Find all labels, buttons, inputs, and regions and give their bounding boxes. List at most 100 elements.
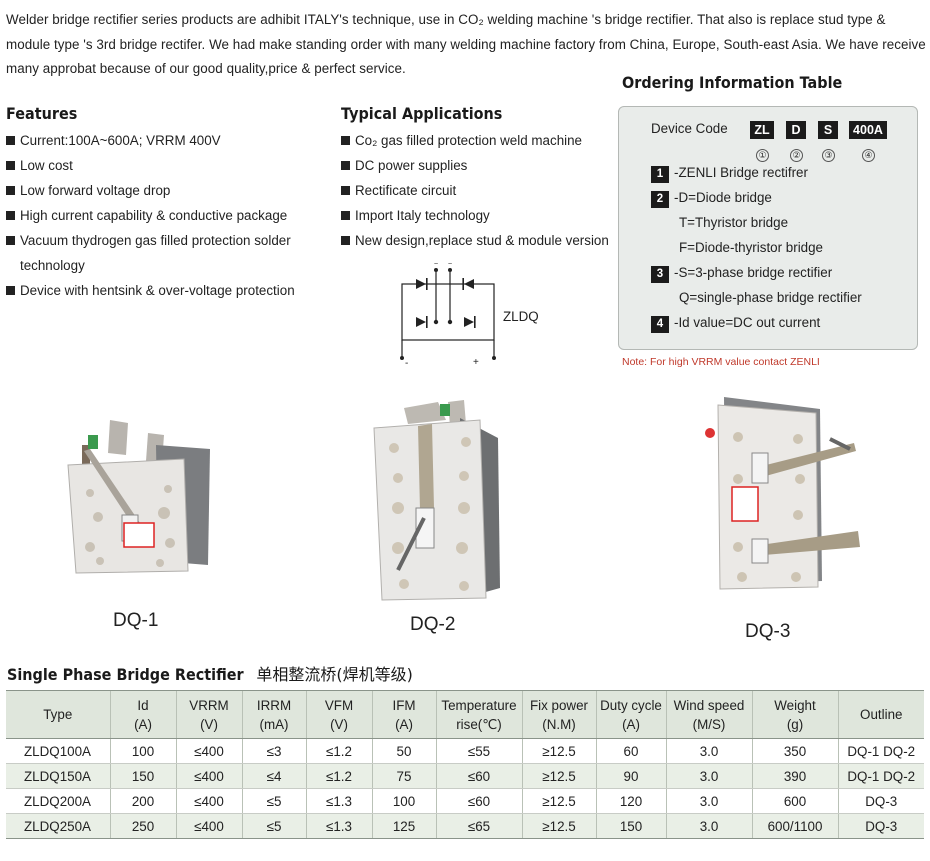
code-box-zl: ZL (750, 121, 774, 139)
table-cell: ≤400 (175, 763, 242, 789)
table-cell: ≤5 (241, 788, 306, 814)
dq2-product-image (373, 400, 500, 601)
circled-number-4: ④ (862, 149, 875, 162)
table-cell: ≤1.3 (305, 813, 372, 839)
ordering-line: -Id value=DC out current (674, 315, 821, 330)
table-header-cell: VRRM (V) (175, 690, 242, 739)
ordering-heading: Ordering Information Table (622, 73, 843, 92)
table-header-cell: Id (A) (109, 690, 176, 739)
table-cell: ZLDQ100A (6, 738, 110, 764)
ordering-note: Note: For high VRRM value contact ZENLI (622, 356, 820, 368)
table-cell: ZLDQ250A (6, 813, 110, 839)
header-label: Outline (860, 707, 903, 722)
header-label: VFM (324, 697, 354, 713)
ordering-line: -D=Diode bridge (674, 190, 772, 205)
table-cell: 90 (595, 763, 666, 789)
table-header-cell: Duty cycle (A) (595, 690, 666, 739)
table-cell: 3.0 (665, 788, 752, 814)
header-unit: (N.M) (542, 716, 576, 732)
dq3-product-image (705, 397, 860, 590)
table-cell: 600 (751, 788, 838, 814)
dq1-product-image (67, 420, 210, 574)
table-cell: 390 (751, 763, 838, 789)
ordering-info-box: Device Code ZL D S 400A ① ② ③ ④ 1-ZENLI … (618, 106, 918, 350)
header-unit: (A) (134, 716, 152, 732)
table-cell: ≤5 (241, 813, 306, 839)
ordering-number-box: 2 (651, 191, 669, 208)
table-cell: DQ-1 DQ-2 (837, 763, 924, 789)
circled-number-2: ② (790, 149, 803, 162)
table-cell: 100 (371, 788, 436, 814)
table-cell: ≤60 (435, 763, 522, 789)
header-label: Temperature (441, 697, 517, 713)
header-unit: (A) (622, 716, 640, 732)
table-header-cell: Type (6, 690, 110, 739)
table-cell: 200 (109, 788, 176, 814)
ordering-line: -ZENLI Bridge rectifrer (674, 165, 808, 180)
circled-number-3: ③ (822, 149, 835, 162)
device-code-label: Device Code (651, 121, 728, 136)
header-label: Type (43, 707, 73, 722)
circuit-minus-label: - (405, 358, 409, 369)
header-unit: (V) (200, 716, 218, 732)
table-cell: 60 (595, 738, 666, 764)
table-header-cell: IRRM (mA) (241, 690, 306, 739)
table-header-cell: Weight(g) (751, 690, 838, 739)
table-cell: ≥12.5 (521, 788, 596, 814)
svg-text:~: ~ (448, 262, 452, 268)
table-cell: ≤400 (175, 738, 242, 764)
table-cell: ≤1.3 (305, 788, 372, 814)
table-cell: 125 (371, 813, 436, 839)
ordering-line: Q=single-phase bridge rectifier (679, 290, 862, 305)
svg-text:~: ~ (434, 262, 438, 268)
application-item: New design,replace stud & module version (341, 228, 621, 253)
application-item: Co₂ gas filled protection weld machine (341, 128, 621, 153)
table-header-cell: Outline (837, 690, 924, 739)
table-cell: ≤3 (241, 738, 306, 764)
table-cell: 100 (109, 738, 176, 764)
application-item: Rectificate circuit (341, 178, 621, 203)
table-cell: 3.0 (665, 813, 752, 839)
table-cell: 250 (109, 813, 176, 839)
table-cell: 150 (595, 813, 666, 839)
circuit-label: ZLDQ (503, 309, 539, 324)
feature-item: Low forward voltage drop (6, 178, 326, 203)
table-cell: DQ-3 (837, 813, 924, 839)
intro-paragraph: Welder bridge rectifier series products … (6, 12, 926, 76)
header-unit: (mA) (259, 716, 289, 732)
header-label: Duty cycle (600, 697, 662, 713)
header-label: Id (137, 697, 149, 713)
table-cell: 3.0 (665, 738, 752, 764)
application-item: DC power supplies (341, 153, 621, 178)
table-cell: 150 (109, 763, 176, 789)
table-cell: ≥12.5 (521, 813, 596, 839)
ordering-number-box: 3 (651, 266, 669, 283)
table-cell: 50 (371, 738, 436, 764)
table-cell: ≥12.5 (521, 763, 596, 789)
header-label: Weight (774, 697, 816, 713)
application-item: Import Italy technology (341, 203, 621, 228)
header-unit: rise(℃) (456, 716, 502, 732)
table-title: Single Phase Bridge Rectifier 单相整流桥(焊机等级… (7, 661, 413, 685)
table-header-cell: IFM(A) (371, 690, 436, 739)
header-label: IRRM (256, 697, 292, 713)
table-cell: ZLDQ150A (6, 763, 110, 789)
feature-item: Current:100A~600A; VRRM 400V (6, 128, 326, 153)
table-cell: ≤1.2 (305, 738, 372, 764)
feature-item: Vacuum thydrogen gas filled protection s… (6, 228, 326, 278)
bridge-circuit-diagram: ~ ~ (400, 262, 496, 360)
feature-item: Low cost (6, 153, 326, 178)
table-cell: 120 (595, 788, 666, 814)
code-box-400a: 400A (849, 121, 887, 139)
ordering-line: F=Diode-thyristor bridge (679, 240, 824, 255)
table-cell: ZLDQ200A (6, 788, 110, 814)
header-unit: (V) (330, 716, 348, 732)
table-header-cell: VFM (V) (305, 690, 372, 739)
ordering-line: -S=3-phase bridge rectifier (674, 265, 833, 280)
table-cell: 350 (751, 738, 838, 764)
circled-number-1: ① (756, 149, 769, 162)
header-label: VRRM (189, 697, 229, 713)
